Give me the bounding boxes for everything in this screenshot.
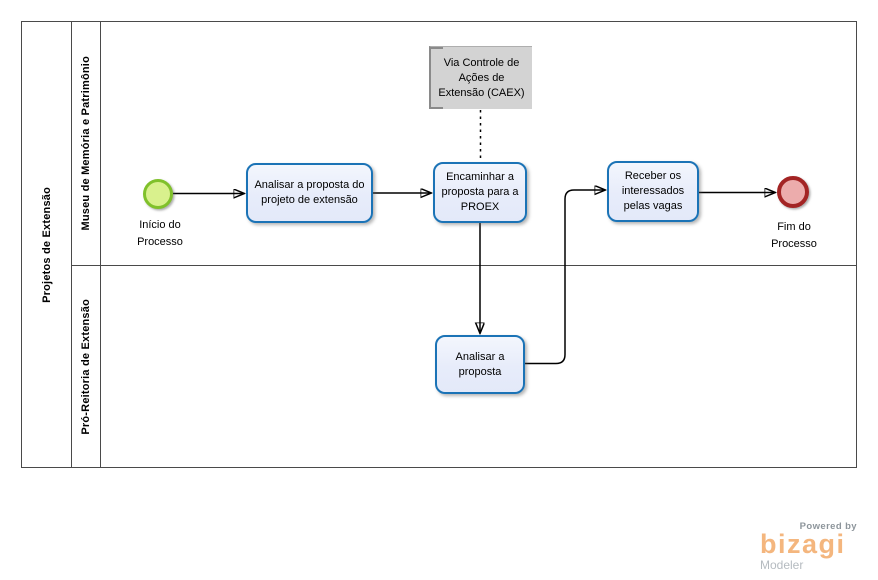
task-label: Analisar a proposta [455,350,505,378]
task-label: Encaminhar a proposta para a PROEX [441,171,519,213]
task-analisar-proposta-projeto[interactable]: Analisar a proposta do projeto de extens… [246,163,373,223]
lanes-container: Museu de Memória e Patrimônio Pró-Reitor… [72,22,856,467]
pool-projetos-de-extensao[interactable]: Projetos de Extensão Museu de Memória e … [21,21,857,468]
lane-pro-reitoria[interactable]: Pró-Reitoria de Extensão [72,266,856,467]
task-encaminhar-proposta-proex[interactable]: Encaminhar a proposta para a PROEX [433,162,527,223]
modeler-text: Modeler [760,558,804,572]
powered-by-text: Powered by [799,521,857,532]
text-annotation-caex[interactable]: Via Controle de Ações de Extensão (CAEX) [429,46,532,109]
pool-header[interactable]: Projetos de Extensão [22,22,72,467]
task-label: Analisar a proposta do projeto de extens… [254,179,365,206]
task-analisar-proposta[interactable]: Analisar a proposta [435,335,525,394]
lane-museu-de-memoria[interactable]: Museu de Memória e Patrimônio [72,22,856,266]
task-label: Receber os interessados pelas vagas [621,170,685,212]
annotation-label: Via Controle de Ações de Extensão (CAEX) [438,56,525,99]
start-event[interactable] [143,179,173,209]
bizagi-logo: bizagi [760,529,846,559]
flow-analisar-proposta-to-receber[interactable] [525,190,605,365]
start-event-label: Início do Processo [137,219,183,248]
end-event-label: Fim do Processo [771,221,817,250]
bizagi-branding: Powered by bizagi Modeler [760,521,858,572]
end-event[interactable] [777,176,809,208]
lane-museu-header[interactable]: Museu de Memória e Patrimônio [72,22,101,265]
lane-pro-reitoria-header[interactable]: Pró-Reitoria de Extensão [72,266,101,467]
task-receber-interessados[interactable]: Receber os interessados pelas vagas [607,161,699,222]
